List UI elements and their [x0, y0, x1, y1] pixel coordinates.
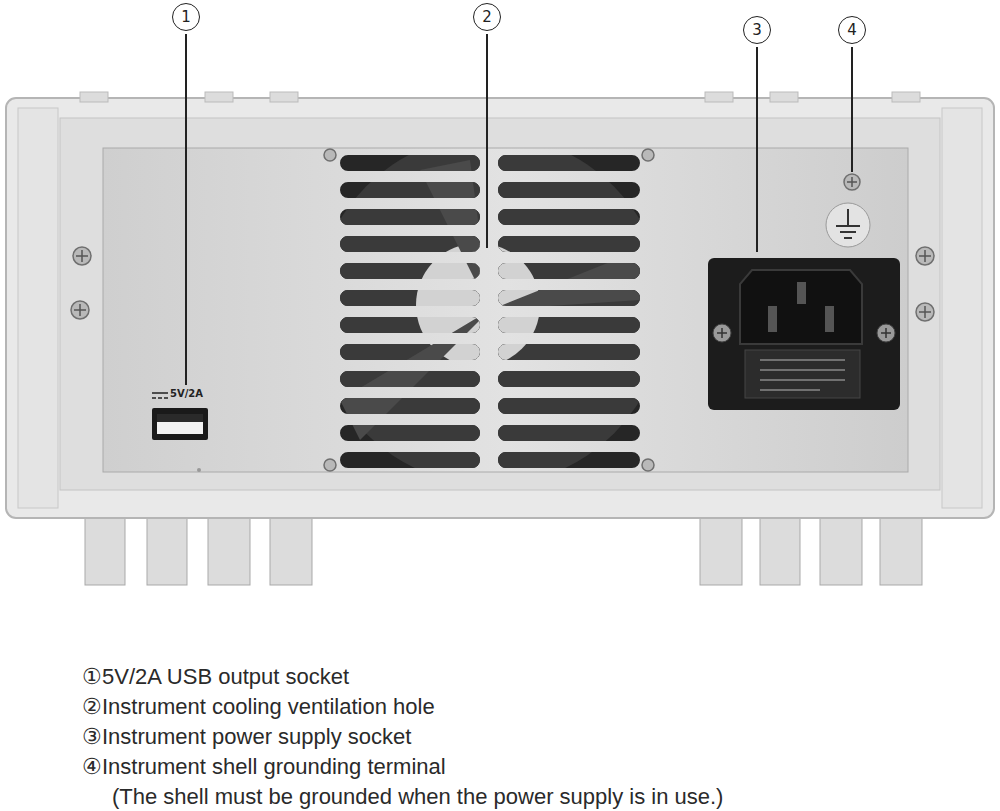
callout-circle: 3 [743, 16, 771, 44]
callout-number: 2 [482, 8, 492, 26]
legend-note: ②Instrument cooling ventilation hole [82, 694, 435, 720]
callout-circle: 4 [838, 16, 866, 44]
callout-number: 1 [181, 8, 191, 26]
callout-circle: 1 [172, 3, 200, 31]
legend-note: ①5V/2A USB output socket [82, 664, 349, 690]
callout-number: 4 [847, 21, 857, 39]
legend-note: ③Instrument power supply socket [82, 724, 411, 750]
legend-note: ④Instrument shell grounding terminal [82, 754, 446, 780]
port-rating: 5V/2A [170, 388, 203, 399]
callout-number: 3 [752, 21, 762, 39]
legend-note: (The shell must be grounded when the pow… [112, 784, 723, 810]
callout-circle: 2 [473, 3, 501, 31]
